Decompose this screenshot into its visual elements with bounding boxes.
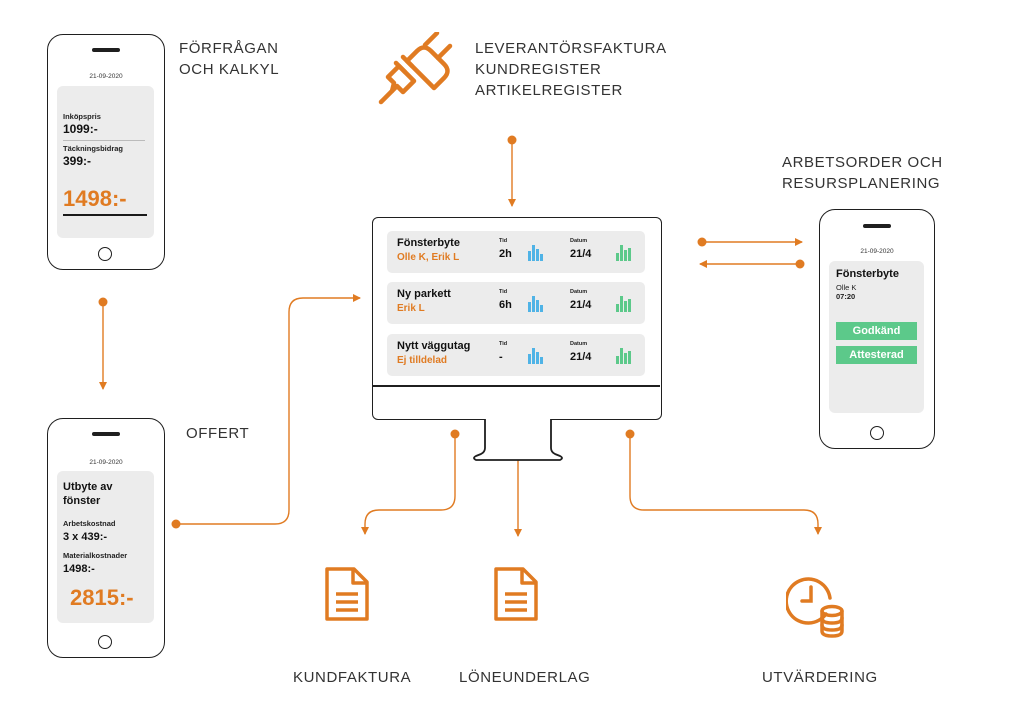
caption-integrations: LEVERANTÖRSFAKTURA KUNDREGISTER ARTIKELR… bbox=[475, 38, 667, 101]
total-kalkyl: 1498:- bbox=[63, 186, 127, 211]
value-materialkostnader: 1498:- bbox=[63, 563, 95, 575]
total-offert: 2815:- bbox=[70, 585, 134, 610]
monitor: Fönsterbyte Olle K, Erik L Tid 2h Datum … bbox=[372, 217, 662, 420]
task-row[interactable]: Nytt väggutag Ej tilldelad Tid - Datum 2… bbox=[387, 334, 645, 376]
value-inkopspris: 1099:- bbox=[63, 122, 98, 136]
green-bar-chart-icon bbox=[616, 344, 634, 364]
label-arbetskostnad: Arbetskostnad bbox=[63, 519, 116, 528]
task-title: Nytt väggutag bbox=[397, 340, 471, 352]
offert-title-line2: fönster bbox=[63, 495, 101, 507]
phone-screen: Fönsterbyte Olle K 07:20 Godkänd Atteste… bbox=[829, 261, 924, 413]
document-icon bbox=[494, 567, 538, 621]
certified-button[interactable]: Attesterad bbox=[836, 346, 917, 364]
value-arbetskostnad: 3 x 439:- bbox=[63, 531, 108, 543]
tid-value: 6h bbox=[499, 299, 512, 311]
arrow-offert-to-monitor bbox=[176, 294, 361, 525]
task-assignee: Ej tilldelad bbox=[397, 355, 448, 366]
blue-bar-chart-icon bbox=[528, 241, 546, 261]
datum-value: 21/4 bbox=[570, 351, 592, 363]
label-tackningsbidrag: Täckningsbidrag bbox=[63, 144, 124, 153]
phone-screen: Inköpspris 1099:- Täckningsbidrag 399:- … bbox=[57, 86, 154, 238]
document-icon bbox=[325, 567, 369, 621]
caption-line: RESURSPLANERING bbox=[782, 175, 941, 192]
caption-line: FÖRFRÅGAN bbox=[179, 40, 279, 57]
caption-arbetsorder: ARBETSORDER OCH RESURSPLANERING bbox=[782, 152, 943, 194]
tid-label: Tid bbox=[499, 341, 508, 347]
datum-label: Datum bbox=[570, 238, 588, 244]
phone-date: 21-09-2020 bbox=[860, 248, 894, 255]
phone-arbetsorder: 21-09-2020 Fönsterbyte Olle K 07:20 Godk… bbox=[819, 209, 935, 449]
task-assignee: Erik L bbox=[397, 303, 425, 314]
caption-utvardering: UTVÄRDERING bbox=[762, 669, 878, 686]
phone-offert: 21-09-2020 Utbyte av fönster Arbetskostn… bbox=[47, 418, 165, 658]
tid-label: Tid bbox=[499, 238, 508, 244]
phone-speaker bbox=[92, 432, 120, 436]
phone-speaker bbox=[92, 48, 120, 52]
task-row[interactable]: Fönsterbyte Olle K, Erik L Tid 2h Datum … bbox=[387, 231, 645, 273]
monitor-bezel-line bbox=[373, 385, 660, 387]
phone-speaker bbox=[863, 224, 891, 228]
divider bbox=[63, 140, 145, 141]
caption-line: ARBETSORDER OCH bbox=[782, 154, 943, 171]
datum-value: 21/4 bbox=[570, 299, 592, 311]
datum-label: Datum bbox=[570, 289, 588, 295]
tid-label: Tid bbox=[499, 289, 508, 295]
offert-title-line1: Utbyte av bbox=[63, 481, 113, 493]
label-inkopspris: Inköpspris bbox=[63, 112, 101, 121]
caption-line: KUNDREGISTER bbox=[475, 61, 602, 78]
clock-coins-icon bbox=[786, 577, 844, 638]
total-underline bbox=[63, 214, 147, 216]
caption-kundfaktura: KUNDFAKTURA bbox=[293, 669, 412, 686]
monitor-stand bbox=[473, 419, 563, 461]
label-materialkostnader: Materialkostnader bbox=[63, 551, 128, 560]
blue-bar-chart-icon bbox=[528, 292, 546, 312]
task-row[interactable]: Ny parkett Erik L Tid 6h Datum 21/4 bbox=[387, 282, 645, 324]
datum-label: Datum bbox=[570, 341, 588, 347]
phone-date: 21-09-2020 bbox=[89, 459, 123, 466]
phone-kalkyl: 21-09-2020 Inköpspris 1099:- Täckningsbi… bbox=[47, 34, 165, 270]
caption-line: LEVERANTÖRSFAKTURA bbox=[475, 40, 667, 57]
arrow-monitor-to-utvardering bbox=[629, 434, 822, 535]
tid-value: - bbox=[499, 351, 503, 363]
caption-line: OCH KALKYL bbox=[179, 61, 280, 78]
task-title: Ny parkett bbox=[397, 288, 451, 300]
caption-loneunderlag: LÖNEUNDERLAG bbox=[459, 669, 591, 686]
order-time: 07:20 bbox=[836, 292, 856, 301]
value-tackningsbidrag: 399:- bbox=[63, 154, 92, 168]
caption-forfragan: FÖRFRÅGAN OCH KALKYL bbox=[179, 38, 279, 80]
arrow-monitor-to-kundfaktura bbox=[361, 434, 456, 535]
home-button bbox=[870, 426, 884, 440]
blue-bar-chart-icon bbox=[528, 344, 546, 364]
phone-date: 21-09-2020 bbox=[89, 73, 123, 80]
task-assignee: Olle K, Erik L bbox=[397, 252, 460, 263]
datum-value: 21/4 bbox=[570, 248, 592, 260]
home-button bbox=[98, 635, 112, 649]
order-title: Fönsterbyte bbox=[836, 268, 899, 280]
tid-value: 2h bbox=[499, 248, 512, 260]
caption-line: ARTIKELREGISTER bbox=[475, 82, 623, 99]
caption-offert: OFFERT bbox=[186, 425, 250, 442]
task-title: Fönsterbyte bbox=[397, 237, 460, 249]
home-button bbox=[98, 247, 112, 261]
plug-icon bbox=[378, 32, 453, 105]
order-person: Olle K bbox=[836, 283, 857, 292]
green-bar-chart-icon bbox=[616, 241, 634, 261]
approved-button[interactable]: Godkänd bbox=[836, 322, 917, 340]
phone-screen: Utbyte av fönster Arbetskostnad 3 x 439:… bbox=[57, 471, 154, 623]
green-bar-chart-icon bbox=[616, 292, 634, 312]
